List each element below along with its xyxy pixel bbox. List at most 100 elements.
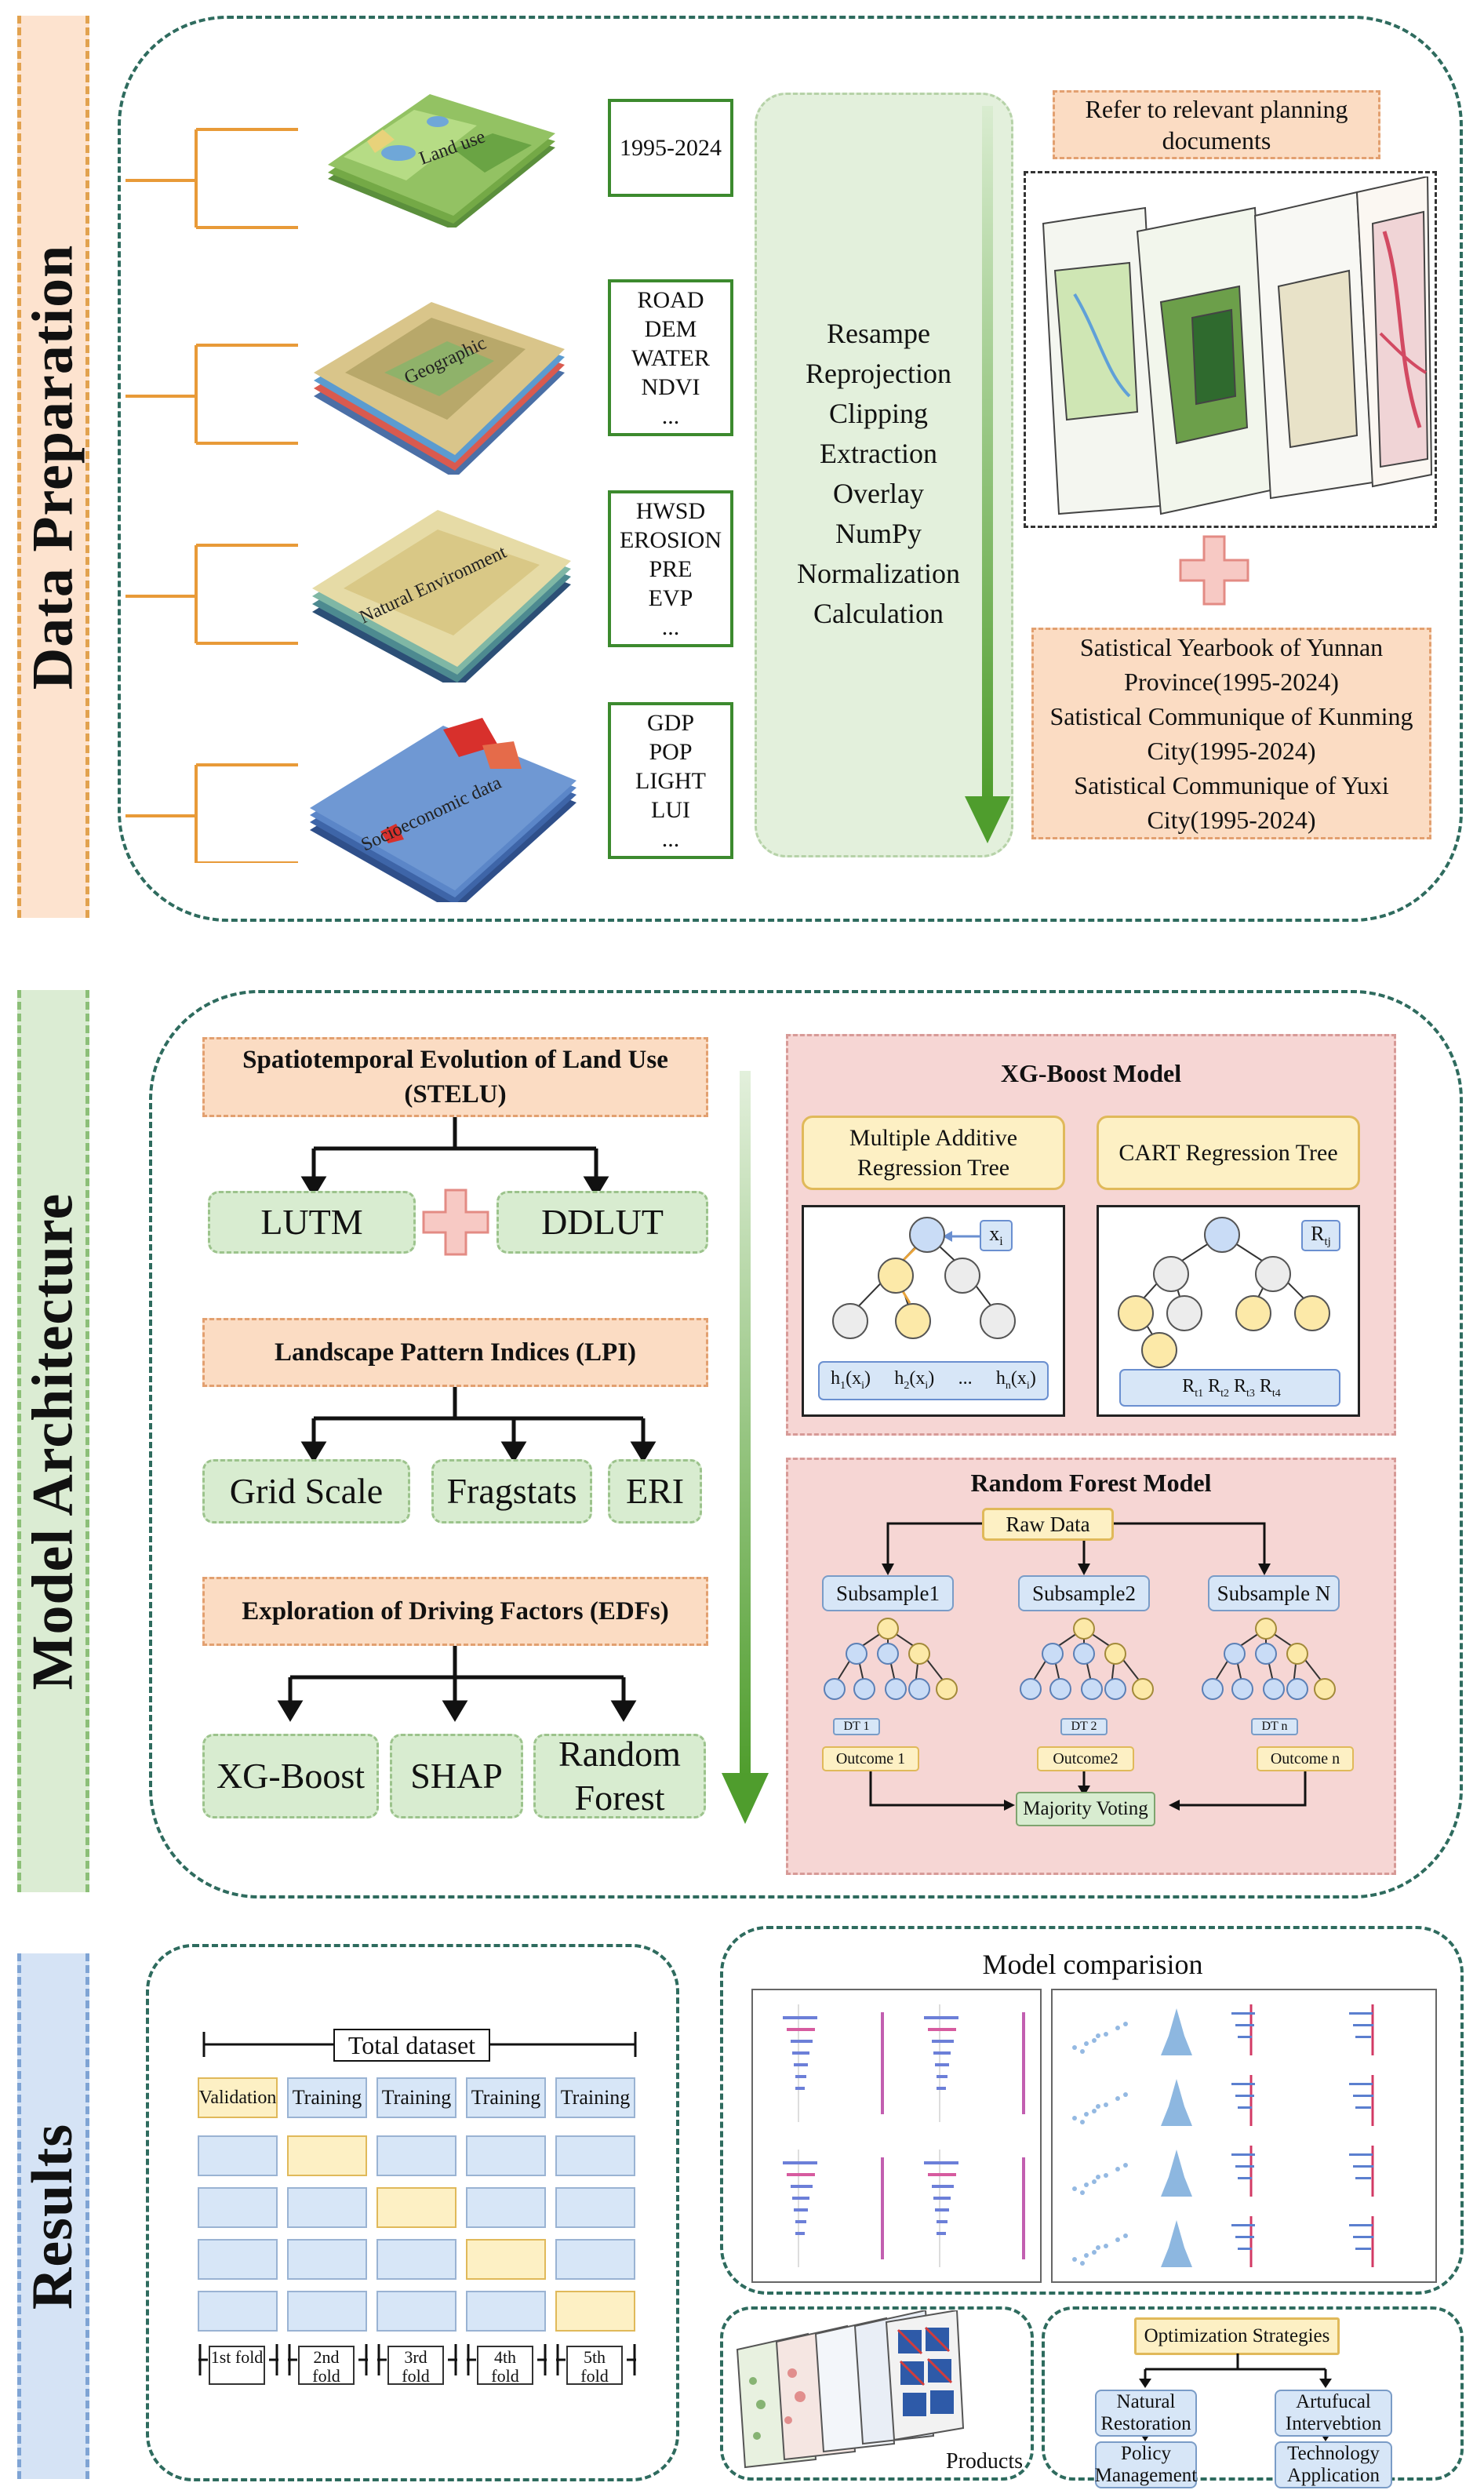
h-terms: h1(xi) h2(xi) ... hn(xi) bbox=[819, 1368, 1048, 1392]
outcome-node: Outcome n bbox=[1257, 1746, 1354, 1771]
socioeconomic-item: LIGHT bbox=[635, 767, 706, 794]
xi-label: xi bbox=[989, 1222, 1003, 1249]
geographic-item: ROAD bbox=[637, 286, 704, 313]
geographic-item: DEM bbox=[644, 315, 697, 342]
training-cell bbox=[287, 2291, 367, 2332]
subsample-node: Subsample1 bbox=[822, 1575, 954, 1611]
socioeconomic-item: LUI bbox=[651, 796, 690, 823]
socioeconomic-layer-image: Socioeconomic data bbox=[310, 718, 577, 902]
prediction-scatter-plots bbox=[1051, 1989, 1437, 2283]
land-use-variables: 1995-2024 bbox=[608, 99, 733, 197]
training-cell bbox=[198, 2291, 278, 2332]
geographic-layer-image: Geographic bbox=[314, 302, 565, 475]
fold-header-training: Training bbox=[287, 2077, 367, 2118]
geographic-item: ... bbox=[661, 402, 680, 429]
model-architecture-title: Model Architecture bbox=[20, 1192, 85, 1690]
validation-cell bbox=[287, 2135, 367, 2176]
results-label: Results bbox=[17, 1953, 89, 2479]
training-cell bbox=[376, 2291, 456, 2332]
data-preparation-label: Data Preparation bbox=[17, 16, 89, 918]
r-term: Rt1 bbox=[1182, 1376, 1204, 1400]
rtj-label: Rtj bbox=[1311, 1222, 1331, 1249]
cart-title: CART Regression Tree bbox=[1097, 1116, 1360, 1190]
processing-step: Resampe bbox=[827, 318, 930, 349]
raw-data-node: Raw Data bbox=[982, 1508, 1114, 1541]
h-term: h1(xi) bbox=[831, 1368, 871, 1392]
lpi-title: Landscape Pattern Indices (LPI) bbox=[202, 1318, 708, 1387]
fold-label: 4th fold bbox=[477, 2346, 533, 2386]
optimization-title: Optimization Strategies bbox=[1134, 2317, 1340, 2355]
plus-icon bbox=[1179, 535, 1249, 606]
training-cell bbox=[376, 2239, 456, 2280]
natural-environment-item: EVP bbox=[648, 584, 693, 611]
subsample-node: Subsample N bbox=[1208, 1575, 1340, 1611]
training-cell bbox=[287, 2239, 367, 2280]
training-cell bbox=[198, 2239, 278, 2280]
shap-summary-plots bbox=[751, 1989, 1042, 2283]
statistical-source: Satistical Communique of Kunming City(19… bbox=[1049, 702, 1413, 765]
training-cell bbox=[198, 2135, 278, 2176]
statistical-sources-note: Satistical Yearbook of Yunnan Province(1… bbox=[1031, 628, 1431, 839]
mart-title: Multiple Additive Regression Tree bbox=[802, 1116, 1065, 1190]
data-preparation-title: Data Preparation bbox=[20, 244, 85, 690]
natural-environment-item: HWSD bbox=[635, 497, 706, 524]
processing-step: Extraction bbox=[820, 438, 937, 469]
strategy-node: Natural Restoration bbox=[1095, 2390, 1197, 2437]
training-cell bbox=[466, 2135, 546, 2176]
plus-icon bbox=[422, 1189, 489, 1256]
natural-environment-item: PRE bbox=[649, 555, 693, 582]
h-term: h2(xi) bbox=[894, 1368, 935, 1392]
r-term: Rt2 bbox=[1208, 1376, 1229, 1400]
training-cell bbox=[466, 2291, 546, 2332]
statistical-source: Satistical Communique of Yuxi City(1995-… bbox=[1074, 771, 1389, 834]
fragstats-box: Fragstats bbox=[431, 1459, 592, 1523]
validation-cell bbox=[555, 2291, 635, 2332]
stelu-title: Spatiotemporal Evolution of Land Use (ST… bbox=[202, 1037, 708, 1117]
geographic-item: WATER bbox=[631, 344, 710, 371]
fold-header-training: Training bbox=[466, 2077, 546, 2118]
socioeconomic-variables: GDP POP LIGHT LUI ... bbox=[608, 702, 733, 859]
fold-brackets bbox=[198, 2344, 638, 2377]
socioeconomic-item: ... bbox=[661, 825, 680, 852]
processing-step: Reprojection bbox=[806, 358, 951, 389]
geographic-item: NDVI bbox=[641, 373, 700, 400]
mart-tree-diagram bbox=[818, 1217, 1049, 1400]
planning-maps-image bbox=[1042, 177, 1433, 515]
fold-label: 1st fold bbox=[209, 2346, 265, 2385]
processing-step: Normalization bbox=[797, 558, 960, 589]
planning-maps-frame bbox=[1024, 171, 1437, 528]
data-layer-brackets bbox=[125, 128, 298, 863]
r-term: Rt3 bbox=[1234, 1376, 1255, 1400]
random-forest-connectors bbox=[869, 1522, 1307, 1811]
strategy-node: Artufucal Intervebtion bbox=[1275, 2390, 1392, 2437]
edfs-connectors bbox=[277, 1646, 637, 1722]
products-frame bbox=[720, 2306, 1034, 2481]
processing-step: Calculation bbox=[813, 598, 944, 629]
decision-tree-label: DT n bbox=[1251, 1718, 1298, 1735]
outcome-node: Outcome 1 bbox=[822, 1746, 919, 1771]
random-forest-trees bbox=[824, 1618, 1336, 1700]
natural-environment-layer-image: Natural Environment bbox=[312, 510, 571, 683]
r-terms: Rt1 Rt2 Rt3 Rt4 bbox=[1129, 1376, 1333, 1400]
model-flow-arrow bbox=[722, 1071, 769, 1824]
planning-documents-note: Refer to relevant planning documents bbox=[1053, 90, 1380, 159]
cart-tree-diagram bbox=[1118, 1217, 1340, 1407]
model-architecture-frame bbox=[149, 990, 1463, 1898]
fold-label: 3rd fold bbox=[387, 2346, 444, 2386]
fold-label: 5th fold bbox=[566, 2346, 623, 2386]
random-forest-box: Random Forest bbox=[533, 1734, 706, 1818]
products-label: Products bbox=[946, 2449, 1023, 2474]
strategy-node: Technology Application bbox=[1275, 2441, 1392, 2488]
r-term: Rt4 bbox=[1259, 1376, 1281, 1400]
stelu-connectors bbox=[300, 1117, 609, 1196]
shap-box: SHAP bbox=[390, 1734, 523, 1818]
training-cell bbox=[287, 2187, 367, 2228]
training-cell bbox=[198, 2187, 278, 2228]
processing-step: Clipping bbox=[828, 398, 929, 429]
grid-scale-box: Grid Scale bbox=[202, 1459, 410, 1523]
statistical-source: Satistical Yearbook of Yunnan Province(1… bbox=[1079, 633, 1384, 696]
cross-validation-frame bbox=[146, 1944, 679, 2481]
training-cell bbox=[466, 2187, 546, 2228]
edfs-title: Exploration of Driving Factors (EDFs) bbox=[202, 1577, 708, 1646]
processing-steps: Resampe Reprojection Clipping Extraction… bbox=[773, 314, 984, 634]
